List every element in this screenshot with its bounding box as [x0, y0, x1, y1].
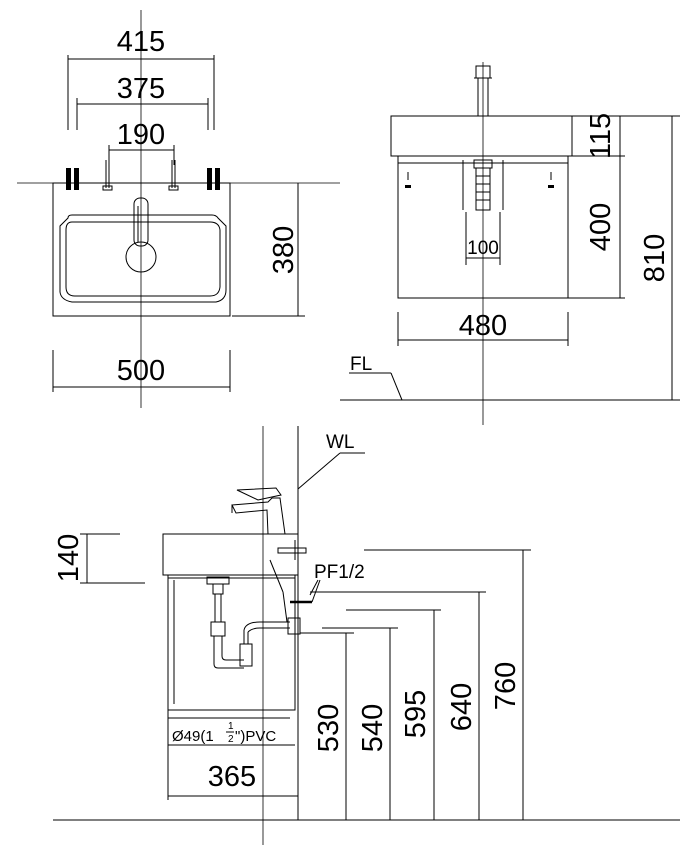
top-view: 415 375 190: [17, 10, 340, 408]
drain-label: PF1/2: [314, 562, 365, 583]
height-label-595: 595: [400, 690, 432, 738]
dim-810: 810: [639, 116, 673, 400]
dim-140: 140: [53, 533, 145, 584]
dim-540: 540: [322, 627, 398, 820]
faucet-side-view: [231, 487, 286, 535]
supply-valve-left: [102, 160, 113, 191]
dim-width-label-front: 480: [459, 310, 507, 342]
pipe-label-prefix: Ø49(1: [172, 728, 214, 745]
dim-530: 530: [300, 632, 354, 820]
dim-depth-label-side: 365: [208, 761, 256, 793]
dim-375: 375: [76, 73, 209, 130]
pipe-label-suffix: ")PVC: [235, 728, 276, 745]
faucet-top-view: [125, 197, 157, 273]
side-view: WL: [53, 426, 680, 845]
height-label-540: 540: [357, 704, 389, 752]
pipe-frac-den: 2: [228, 734, 234, 745]
dim-115: 115: [585, 113, 621, 159]
drain-assembly-side: [206, 559, 301, 669]
basin-bowl-inner: [65, 221, 221, 297]
wall-bolt-right: [207, 168, 220, 190]
dim-640: 640: [310, 591, 486, 820]
dim-365: 365: [167, 710, 298, 800]
dim-cabinet-height-label: 400: [585, 203, 617, 251]
dim-760: 760: [364, 549, 531, 820]
drain-trap-front: [462, 159, 504, 211]
pipe-label: Ø49(1 1 2 ")PVC: [168, 717, 295, 746]
basin-bowl-outer: [59, 214, 227, 303]
dim-415: 415: [67, 26, 215, 130]
dim-basin-height-label: 115: [585, 113, 617, 159]
supply-stub: [277, 547, 307, 554]
dim-basin-thickness-label: 140: [53, 534, 85, 582]
basin-slab-side: [162, 533, 299, 576]
cabinet-handle-right: [548, 185, 554, 188]
basin-outline-top: [52, 182, 231, 317]
dim-190: 190: [108, 119, 175, 165]
basin-top-slab: [390, 115, 573, 157]
dim-tap-inner-label: 190: [117, 119, 165, 151]
wall-bolt-left: [66, 168, 79, 190]
dim-100: 100: [465, 212, 501, 265]
height-label-760: 760: [490, 662, 522, 710]
dim-width-label: 500: [117, 355, 165, 387]
dim-total-height-label: 810: [639, 234, 671, 282]
height-label-530: 530: [313, 704, 345, 752]
front-view: 100 115 400 810 480 FL: [340, 62, 680, 425]
floor-label: FL: [350, 354, 372, 375]
dim-depth-label: 380: [268, 226, 300, 274]
dim-tap-outer-label: 415: [117, 26, 165, 58]
dim-480: 480: [397, 310, 569, 346]
cabinet-body-side: [167, 574, 296, 711]
height-label-640: 640: [446, 683, 478, 731]
cabinet-body: [397, 155, 569, 299]
dim-pipe-spacing-label: 100: [467, 238, 499, 259]
dim-380: 380: [232, 183, 305, 317]
dim-400: 400: [585, 156, 621, 298]
pipe-frac-num: 1: [228, 721, 234, 732]
dim-500: 500: [52, 350, 231, 392]
dim-tap-mid-label: 375: [117, 73, 165, 105]
dim-595: 595: [346, 609, 441, 820]
cabinet-handle-left: [405, 185, 411, 188]
wall-label: WL: [326, 432, 355, 453]
